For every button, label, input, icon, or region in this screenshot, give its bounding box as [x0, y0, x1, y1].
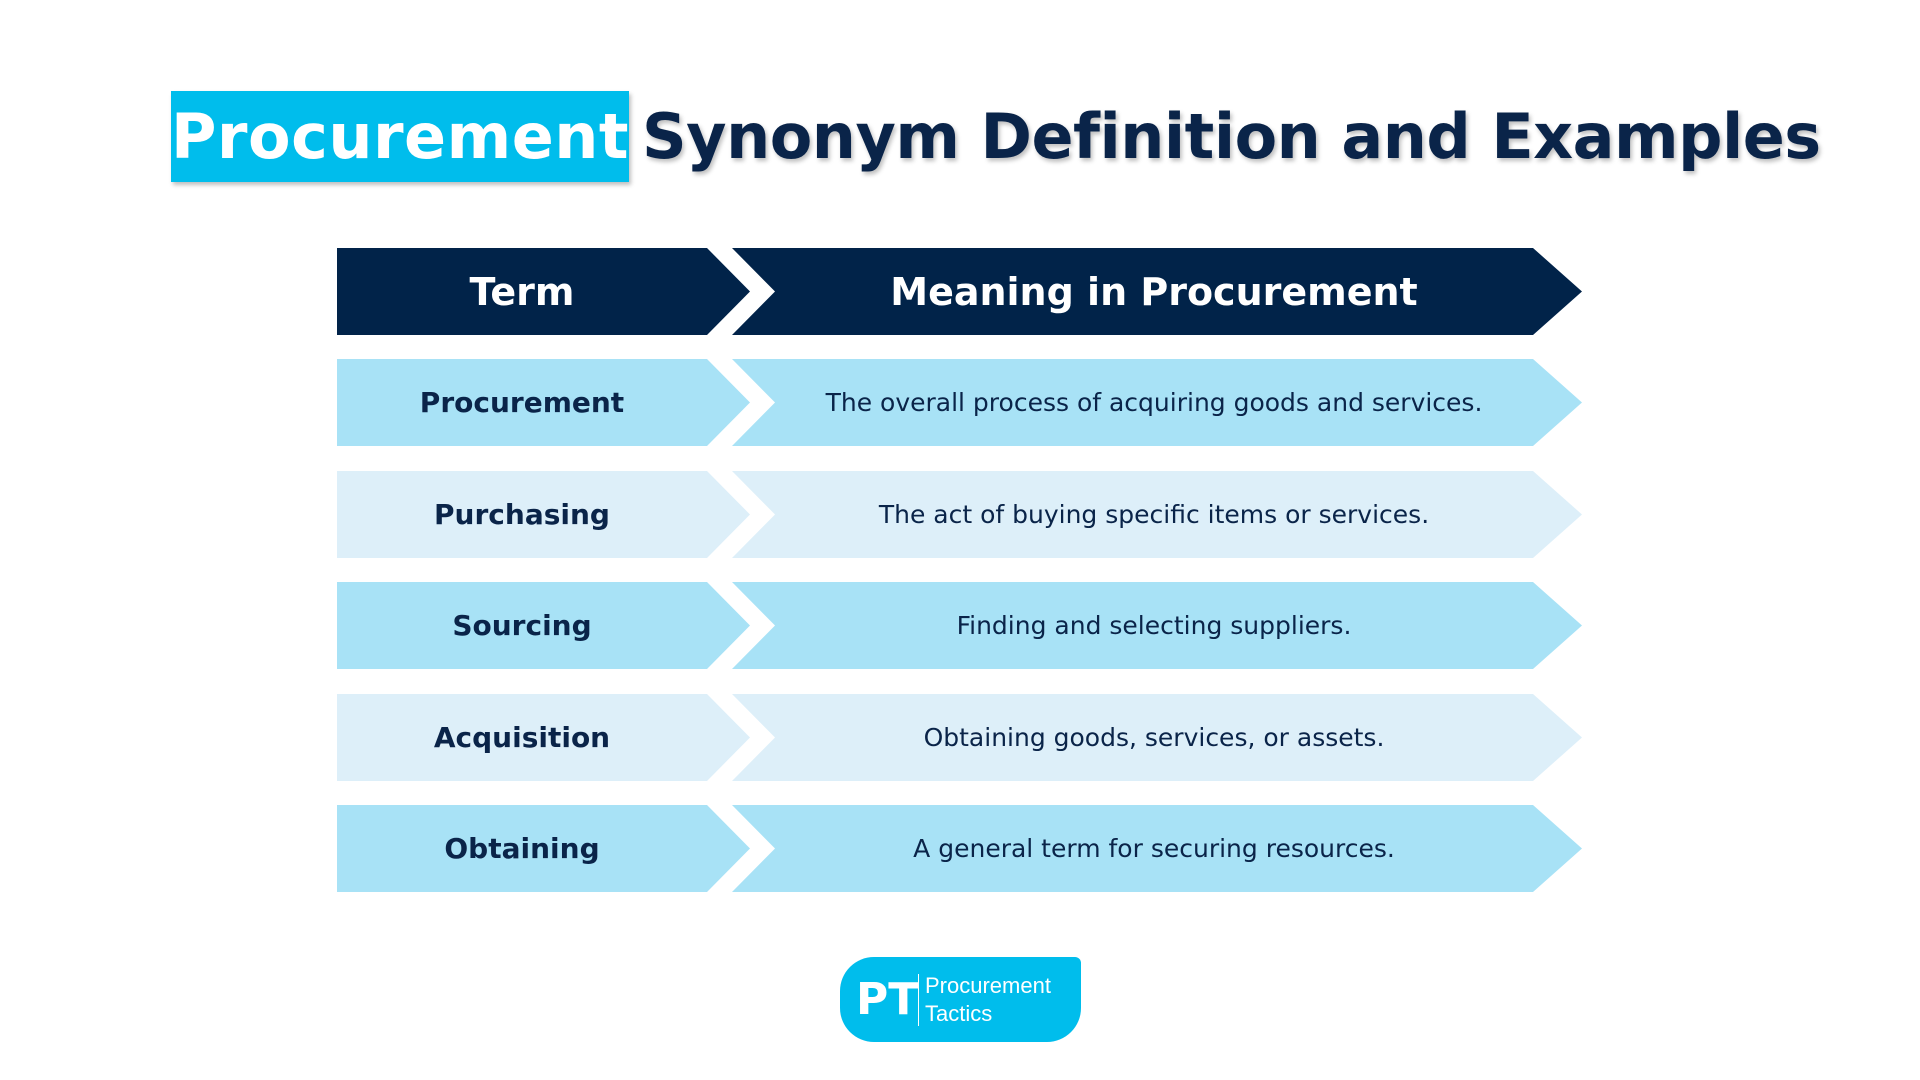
page-title: Synonym Definition and Examples: [642, 100, 1821, 173]
table-row: Acquisition Obtaining goods, services, o…: [337, 694, 1582, 781]
meaning-cell: A general term for securing resources.: [913, 834, 1395, 863]
header-meaning: Meaning in Procurement: [732, 248, 1582, 335]
table-row: Procurement The overall process of acqui…: [337, 359, 1582, 446]
table-row: Purchasing The act of buying specific it…: [337, 471, 1582, 558]
table-row: Sourcing Finding and selecting suppliers…: [337, 582, 1582, 669]
term-cell: Purchasing: [434, 498, 610, 531]
meaning-cell: Finding and selecting suppliers.: [956, 611, 1352, 640]
logo-mark: PT: [856, 974, 919, 1025]
table-row: Obtaining A general term for securing re…: [337, 805, 1582, 892]
meaning-cell: The act of buying specific items or serv…: [878, 500, 1430, 529]
meaning-cell: The overall process of acquiring goods a…: [825, 388, 1483, 417]
logo-line1: Procurement: [925, 972, 1051, 998]
table-header: Term Meaning in Procurement: [337, 248, 1582, 335]
title-highlight: Procurement: [171, 91, 629, 182]
header-term: Term: [337, 248, 750, 335]
term-cell: Sourcing: [452, 609, 592, 642]
logo-divider: [918, 973, 919, 1026]
meaning-cell: Obtaining goods, services, or assets.: [923, 723, 1385, 752]
logo-text: Procurement Tactics: [925, 972, 1051, 1028]
term-cell: Acquisition: [433, 721, 611, 754]
term-cell: Procurement: [419, 386, 625, 419]
procurement-tactics-logo: PT Procurement Tactics: [840, 957, 1081, 1042]
logo-line2: Tactics: [925, 1000, 993, 1026]
term-cell: Obtaining: [444, 832, 600, 865]
